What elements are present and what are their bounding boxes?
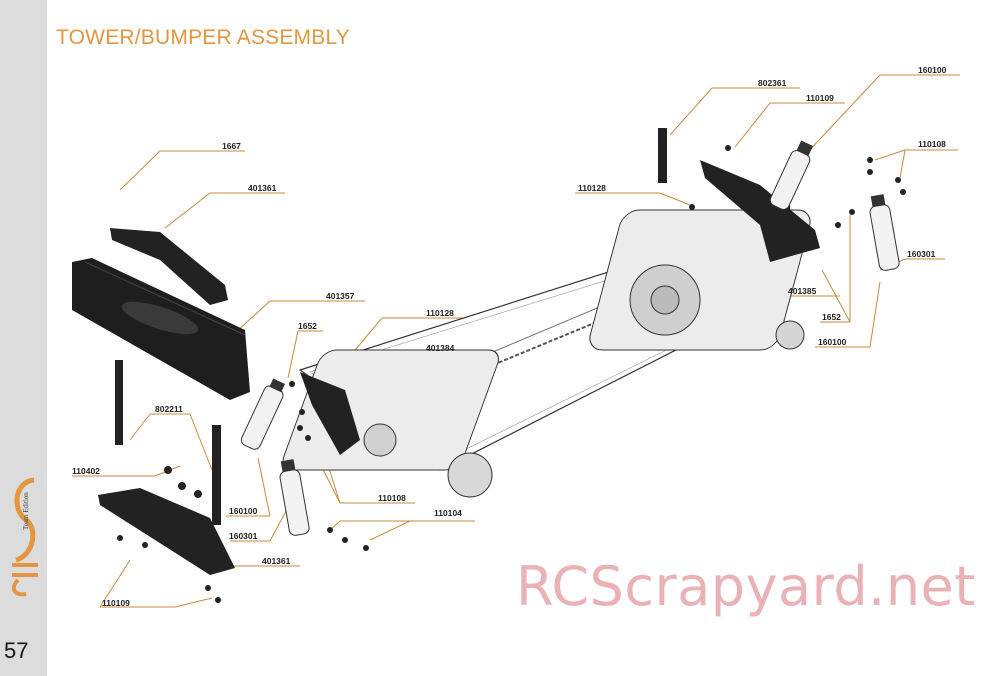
rear-shock-tower [700, 160, 820, 262]
callout-401385: 401385 [788, 286, 817, 296]
callout-110402: 110402 [72, 466, 100, 476]
bumper-top-plate [110, 228, 228, 305]
callout-401361-top: 401361 [248, 183, 277, 193]
callout-401357: 401357 [326, 291, 355, 301]
team-edition-logo: Team Edition [11, 477, 38, 597]
callout-160100-rear: 160100 [818, 337, 847, 347]
watermark: RCScrapyard.net [516, 555, 976, 618]
callout-110128-rear: 110128 [578, 183, 606, 193]
callout-160100-front: 160100 [229, 506, 258, 516]
rear-suspension-assembly [589, 209, 811, 351]
front-posts [115, 128, 667, 525]
callout-401361-bottom: 401361 [262, 556, 291, 566]
callout-1652-rear: 1652 [822, 312, 841, 322]
screws [117, 145, 906, 603]
front-bumper-block [72, 258, 250, 400]
callout-401384: 401384 [426, 343, 455, 353]
callout-1667: 1667 [222, 141, 241, 151]
front-suspension-assembly [282, 349, 499, 498]
callout-110108-front: 110108 [378, 493, 406, 503]
page-title: TOWER/BUMPER ASSEMBLY [56, 26, 350, 49]
front-shock-tower [300, 372, 360, 455]
callout-110109-rear: 110109 [806, 93, 834, 103]
svg-text:Team Edition: Team Edition [22, 492, 30, 530]
callout-160301-front: 160301 [229, 531, 258, 541]
callout-802211: 802211 [155, 404, 183, 414]
callout-110128-front: 110128 [426, 308, 454, 318]
callout-160301-rear: 160301 [907, 249, 936, 259]
page-number: 57 [4, 638, 29, 663]
callout-160100-top: 160100 [918, 65, 947, 75]
callout-110109-front: 110109 [102, 598, 130, 608]
callout-802361: 802361 [758, 78, 787, 88]
callout-1652-front: 1652 [298, 321, 317, 331]
callout-110108-rear: 110108 [918, 139, 946, 149]
shock-absorbers [240, 140, 900, 536]
bumper-bottom-plate [98, 488, 235, 575]
callout-110104: 110104 [434, 508, 462, 518]
